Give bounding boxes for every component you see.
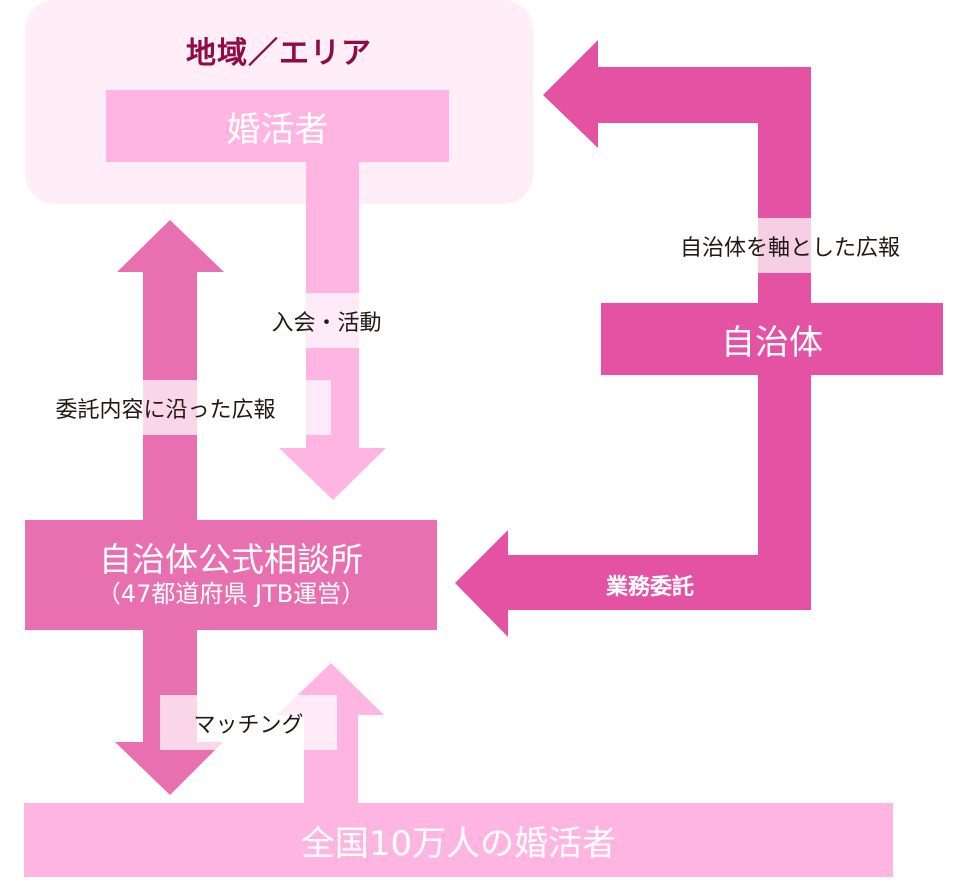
node-konkatsusha: 婚活者: [106, 90, 449, 162]
node-jichitai: 自治体: [601, 303, 943, 375]
edge-label-gyomu-itaku: 業務委託: [605, 575, 694, 600]
edge-label-itaku-koho: 委託内容に沿った広報: [0, 380, 331, 435]
arrow-center-to-region: [117, 220, 224, 520]
arrow-jichitai-to-center: [455, 375, 811, 637]
arrow-jichitai-to-region: [543, 40, 811, 303]
node-center-title: 自治体公式相談所: [99, 540, 363, 579]
edge-label-matching: マッチング: [160, 695, 337, 750]
node-national-konkatsusha: 全国10万人の婚活者: [24, 803, 893, 877]
edge-label-nyukai-katsudo: 入会・活動: [240, 293, 413, 348]
edge-label-jichitai-koho: 自治体を軸とした広報: [620, 218, 960, 273]
node-official-consultation-office: 自治体公式相談所 （47都道府県 JTB運営）: [25, 520, 437, 630]
node-center-subtitle: （47都道府県 JTB運営）: [96, 580, 366, 608]
region-title: 地域／エリア: [186, 36, 372, 71]
